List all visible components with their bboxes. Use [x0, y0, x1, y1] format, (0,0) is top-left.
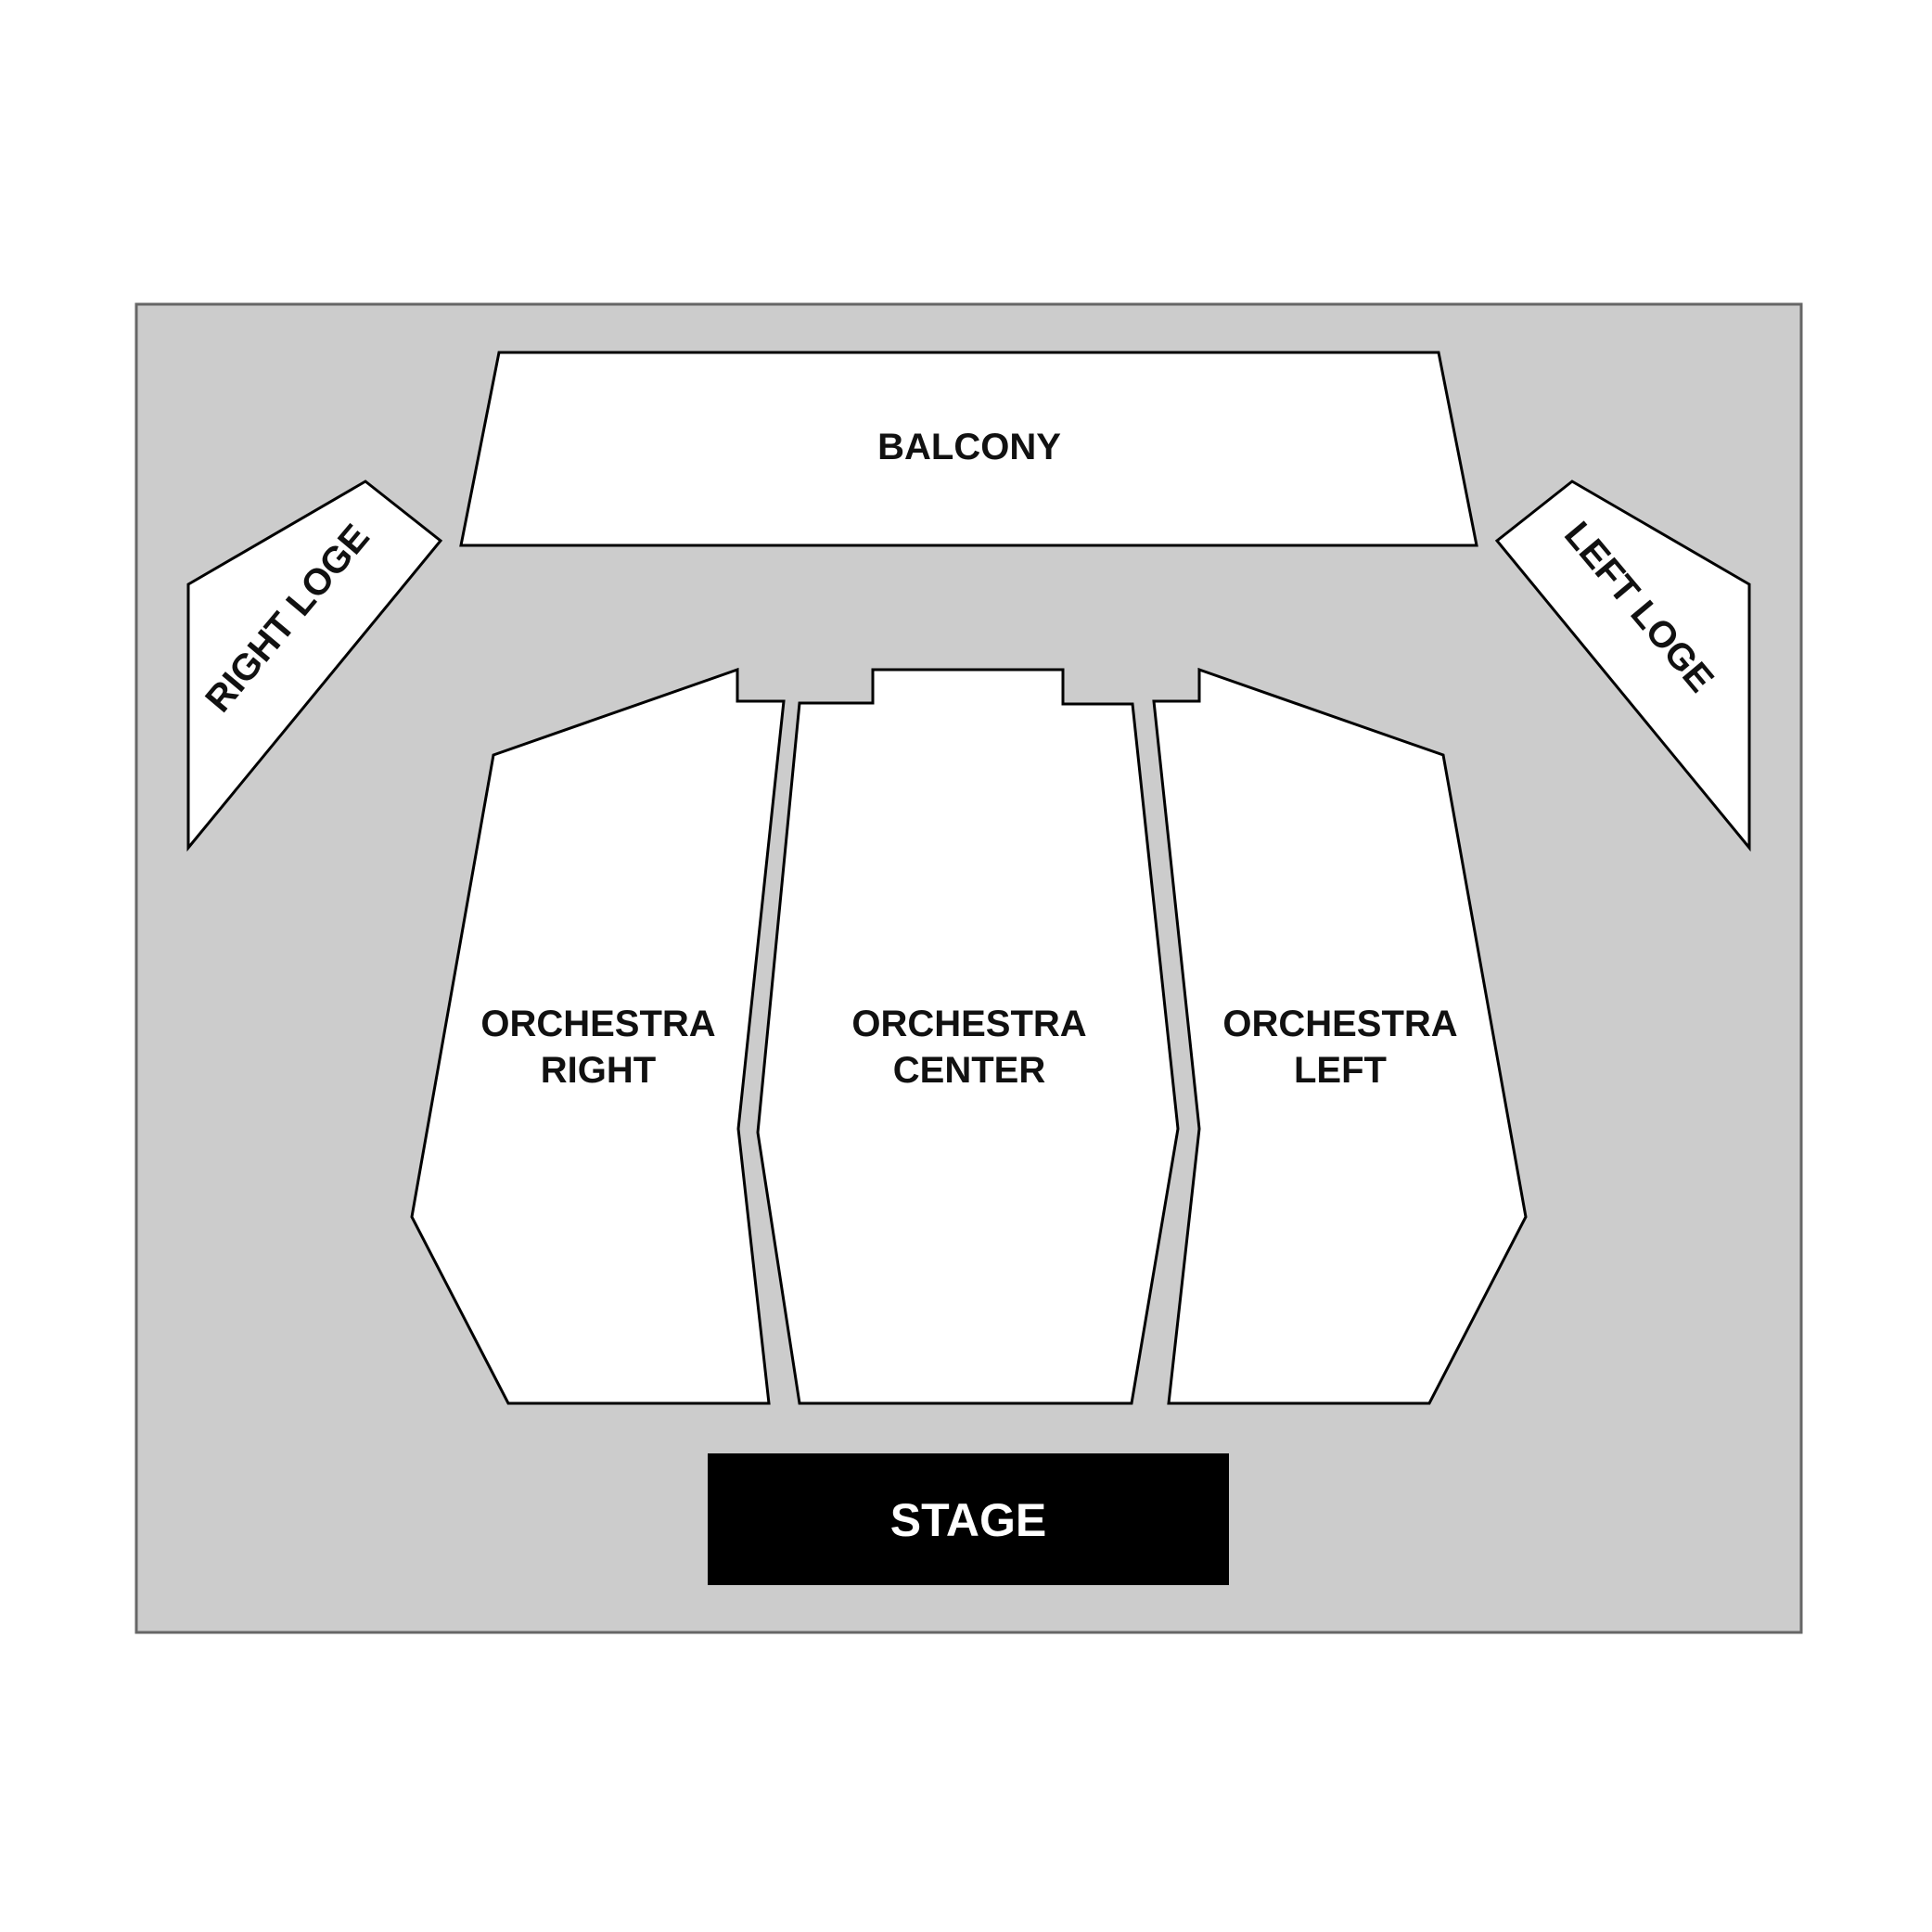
orchestra-right-label-line2: RIGHT	[541, 1050, 656, 1091]
orchestra-left-label-line1: ORCHESTRA	[1222, 1004, 1457, 1044]
left-loge-shape[interactable]	[1494, 480, 1751, 852]
section-orchestra-center[interactable]: ORCHESTRA CENTER	[756, 668, 1180, 1405]
orchestra-center-label-line1: ORCHESTRA	[851, 1004, 1086, 1044]
orchestra-center-shape[interactable]	[756, 668, 1180, 1405]
right-loge-shape[interactable]	[186, 480, 443, 852]
balcony-label: BALCONY	[877, 427, 1061, 467]
orchestra-left-label-line2: LEFT	[1294, 1050, 1387, 1091]
stage-label: STAGE	[890, 1494, 1047, 1546]
section-balcony[interactable]: BALCONY	[459, 351, 1478, 547]
orchestra-right-shape[interactable]	[410, 667, 786, 1405]
orchestra-left-shape[interactable]	[1152, 667, 1528, 1405]
stage: STAGE	[708, 1453, 1229, 1585]
orchestra-right-label-line1: ORCHESTRA	[480, 1004, 715, 1044]
orchestra-center-label-line2: CENTER	[893, 1050, 1046, 1091]
section-orchestra-right[interactable]: ORCHESTRA RIGHT	[410, 667, 786, 1405]
stage-block	[708, 1453, 1229, 1585]
balcony-shape[interactable]	[459, 351, 1478, 547]
section-left-loge[interactable]: LEFT LOGE	[1494, 480, 1751, 852]
section-orchestra-left[interactable]: ORCHESTRA LEFT	[1152, 667, 1528, 1405]
